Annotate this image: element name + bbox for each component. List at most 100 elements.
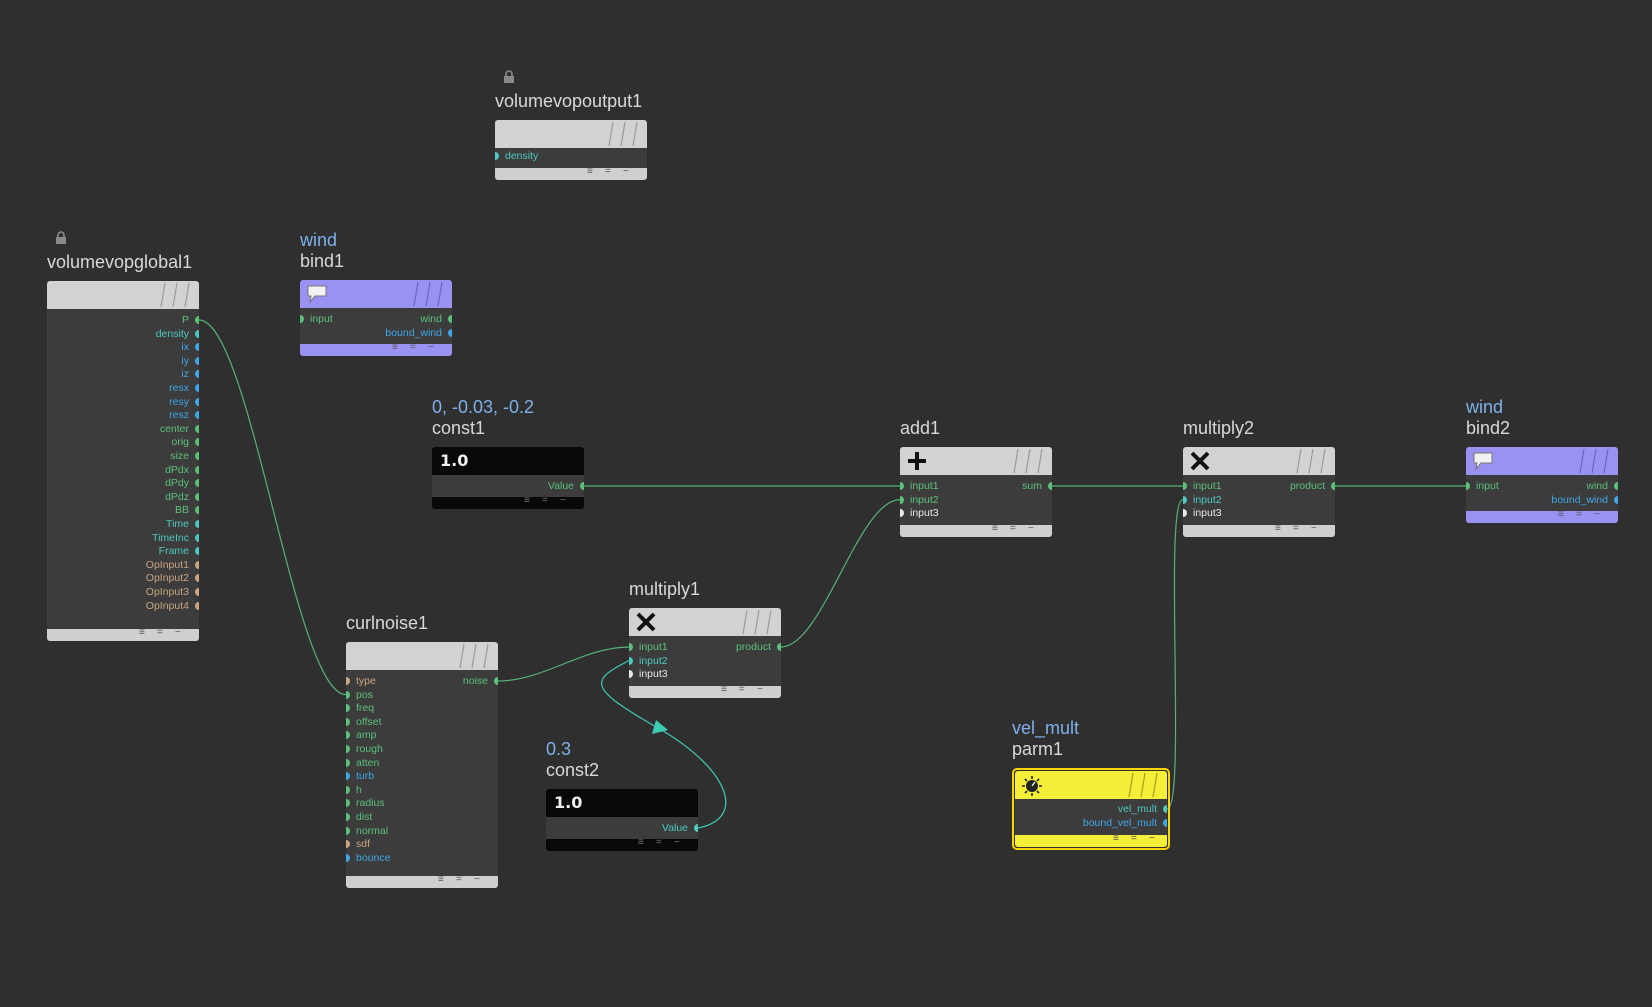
- output-port-vel_mult[interactable]: [1163, 805, 1167, 813]
- output-port-sum[interactable]: [1048, 482, 1052, 490]
- menu-icon[interactable]: ≡: [638, 837, 644, 848]
- output-port-wind[interactable]: [448, 315, 452, 323]
- output-port-OpInput4[interactable]: [195, 601, 199, 610]
- collapse-icon[interactable]: −: [175, 627, 181, 638]
- output-port-orig[interactable]: [195, 438, 199, 447]
- collapse-icon[interactable]: −: [428, 342, 434, 353]
- input-port-input3[interactable]: [1183, 509, 1187, 518]
- input-port-input2[interactable]: [900, 495, 904, 504]
- menu-icon[interactable]: ≡: [524, 495, 530, 506]
- flag-icon[interactable]: =: [739, 684, 745, 695]
- output-port-resx[interactable]: [195, 384, 199, 392]
- input-port-freq[interactable]: [346, 704, 350, 713]
- wire-curlnoise1-noise-to-multiply1-input1[interactable]: [497, 646, 630, 682]
- output-port-dPdx[interactable]: [195, 465, 199, 474]
- output-port-dPdz[interactable]: [195, 492, 199, 501]
- output-port-center[interactable]: [195, 424, 199, 433]
- node-const2[interactable]: 0.3 const2 1.0 Value ≡=−: [546, 739, 698, 851]
- flag-icon[interactable]: =: [542, 495, 548, 506]
- input-port-input2[interactable]: [629, 656, 633, 665]
- output-port-bound_wind[interactable]: [448, 328, 452, 337]
- node-header[interactable]: [495, 120, 647, 148]
- node-header[interactable]: 1.0: [546, 789, 698, 817]
- wire-volumevopglobal1-P-to-curlnoise1-pos[interactable]: [198, 319, 347, 696]
- output-port-Time[interactable]: [195, 520, 199, 528]
- menu-icon[interactable]: ≡: [721, 684, 727, 695]
- output-port-Value[interactable]: [580, 482, 584, 490]
- flag-icon[interactable]: =: [157, 627, 163, 638]
- input-port-offset[interactable]: [346, 717, 350, 726]
- input-port-input[interactable]: [1466, 482, 1470, 490]
- node-header[interactable]: [1183, 447, 1335, 475]
- output-port-OpInput1[interactable]: [195, 560, 199, 569]
- input-port-dist[interactable]: [346, 813, 350, 821]
- flag-icon[interactable]: =: [656, 837, 662, 848]
- node-const1[interactable]: 0, -0.03, -0.2 const1 1.0 Value ≡=−: [432, 397, 584, 509]
- node-header[interactable]: 1.0: [432, 447, 584, 475]
- menu-icon[interactable]: ≡: [438, 874, 444, 885]
- node-header[interactable]: [1015, 771, 1167, 799]
- input-port-sdf[interactable]: [346, 840, 350, 849]
- output-port-iz[interactable]: [195, 370, 199, 379]
- output-port-iy[interactable]: [195, 356, 199, 365]
- wire-multiply1-product-to-add1-input2[interactable]: [780, 499, 901, 648]
- output-port-product[interactable]: [1331, 482, 1335, 490]
- flag-icon[interactable]: =: [1131, 833, 1137, 844]
- output-port-BB[interactable]: [195, 506, 199, 515]
- input-port-type[interactable]: [346, 677, 350, 685]
- collapse-icon[interactable]: −: [1311, 523, 1317, 534]
- input-port-input3[interactable]: [629, 670, 633, 679]
- input-port-radius[interactable]: [346, 799, 350, 808]
- input-port-input1[interactable]: [900, 482, 904, 490]
- node-header[interactable]: [300, 280, 452, 308]
- menu-icon[interactable]: ≡: [1275, 523, 1281, 534]
- menu-icon[interactable]: ≡: [1558, 509, 1564, 520]
- flag-icon[interactable]: =: [456, 874, 462, 885]
- output-port-Value[interactable]: [694, 824, 698, 832]
- output-port-size[interactable]: [195, 452, 199, 460]
- output-port-bound_wind[interactable]: [1614, 495, 1618, 504]
- input-port-input2[interactable]: [1183, 495, 1187, 504]
- node-header[interactable]: [346, 642, 498, 670]
- input-port-pos[interactable]: [346, 690, 350, 699]
- collapse-icon[interactable]: −: [623, 166, 629, 177]
- output-port-P[interactable]: [195, 316, 199, 324]
- flag-icon[interactable]: =: [1010, 523, 1016, 534]
- output-port-density[interactable]: [195, 329, 199, 338]
- input-port-amp[interactable]: [346, 731, 350, 740]
- input-port-turb[interactable]: [346, 772, 350, 781]
- collapse-icon[interactable]: −: [1028, 523, 1034, 534]
- flag-icon[interactable]: =: [1293, 523, 1299, 534]
- output-port-ix[interactable]: [195, 343, 199, 352]
- input-port-bounce[interactable]: [346, 853, 350, 862]
- node-volumevopoutput1[interactable]: volumevopoutput1 density ≡=−: [495, 70, 647, 180]
- node-header[interactable]: [629, 608, 781, 636]
- output-port-wind[interactable]: [1614, 482, 1618, 490]
- input-port-normal[interactable]: [346, 826, 350, 835]
- collapse-icon[interactable]: −: [1149, 833, 1155, 844]
- input-port-input1[interactable]: [629, 643, 633, 651]
- menu-icon[interactable]: ≡: [139, 627, 145, 638]
- collapse-icon[interactable]: −: [474, 874, 480, 885]
- output-port-noise[interactable]: [494, 677, 498, 685]
- input-port-h[interactable]: [346, 785, 350, 794]
- output-port-bound_vel_mult[interactable]: [1163, 818, 1167, 827]
- flag-icon[interactable]: =: [1576, 509, 1582, 520]
- output-port-Frame[interactable]: [195, 547, 199, 556]
- menu-icon[interactable]: ≡: [587, 166, 593, 177]
- output-port-OpInput2[interactable]: [195, 574, 199, 583]
- collapse-icon[interactable]: −: [560, 495, 566, 506]
- input-port-input1[interactable]: [1183, 482, 1187, 490]
- output-port-resz[interactable]: [195, 411, 199, 420]
- output-port-TimeInc[interactable]: [195, 533, 199, 542]
- output-port-dPdy[interactable]: [195, 479, 199, 488]
- input-port-atten[interactable]: [346, 758, 350, 767]
- collapse-icon[interactable]: −: [1594, 509, 1600, 520]
- collapse-icon[interactable]: −: [757, 684, 763, 695]
